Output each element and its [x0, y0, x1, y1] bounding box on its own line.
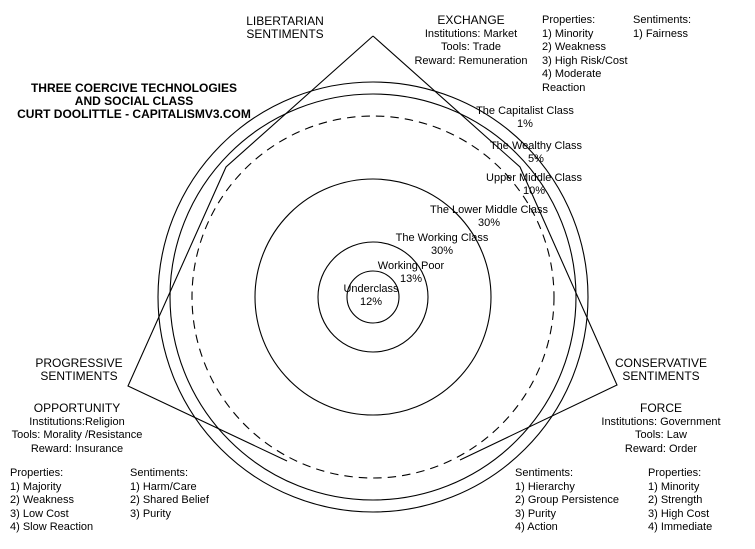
exchange-reward: Reward: Remuneration — [414, 54, 528, 67]
class-percent: 13% — [399, 273, 423, 285]
force-tools: Tools: Law — [635, 429, 687, 441]
list-item: 4) Action — [515, 521, 558, 533]
circle-upper-middle — [169, 93, 577, 501]
corner-progressive-line2: SENTIMENTS — [40, 369, 118, 383]
list-item: 1) Fairness — [633, 27, 689, 40]
force-institutions: Institutions: Government — [601, 415, 721, 428]
list-heading: Properties: — [542, 14, 596, 26]
opportunity-sentiments-list: Sentiments: 1) Harm/Care 2) Shared Belie… — [130, 467, 209, 521]
list-item: 1) Harm/Care — [130, 480, 197, 493]
technology-exchange: EXCHANGE Institutions: Market Tools: Tra… — [414, 13, 528, 68]
exchange-tools: Tools: Trade — [441, 41, 501, 53]
exchange-sentiments-list: Sentiments: 1) Fairness — [633, 14, 691, 41]
list-item: 2) Weakness — [542, 41, 606, 53]
list-item: 2) Weakness — [10, 494, 74, 506]
class-name: Upper Middle Class — [486, 172, 582, 184]
list-item: 4) Immediate — [648, 521, 713, 533]
class-label-working-poor: Working Poor 13% — [378, 260, 444, 286]
class-percent: 1% — [517, 118, 533, 130]
list-item: 3) High Cost — [648, 507, 710, 520]
list-item: 3) Purity — [130, 507, 171, 520]
title-line2: AND SOCIAL CLASS — [74, 94, 194, 108]
corner-conservative: CONSERVATIVE SENTIMENTS — [615, 357, 707, 383]
opportunity-institutions: Institutions:Religion — [29, 415, 125, 428]
class-label-lower-middle: The Lower Middle Class 30% — [430, 204, 548, 230]
page-title: THREE COERCIVE TECHNOLOGIES AND SOCIAL C… — [17, 82, 251, 121]
list-item: 4) Slow Reaction — [10, 521, 94, 533]
class-label-underclass: Underclass 12% — [343, 283, 398, 309]
list-item: 1) Majority — [10, 480, 62, 493]
class-percent: 12% — [359, 296, 383, 308]
list-heading: Properties: — [648, 467, 702, 479]
exchange-institutions: Institutions: Market — [424, 27, 518, 40]
triangle-right-side — [372, 35, 618, 461]
force-name: FORCE — [639, 401, 682, 415]
corner-progressive: PROGRESSIVE SENTIMENTS — [35, 357, 122, 383]
title-line3: CURT DOOLITTLE - CAPITALISMV3.COM — [17, 107, 251, 121]
class-name: Underclass — [343, 283, 399, 295]
exchange-properties-list: Properties: 1) Minority 2) Weakness 3) H… — [542, 14, 628, 95]
corner-conservative-line2: SENTIMENTS — [622, 369, 700, 383]
force-sentiments-list: Sentiments: 1) Hierarchy 2) Group Persis… — [515, 467, 619, 535]
list-heading: Properties: — [10, 467, 64, 479]
class-name: The Lower Middle Class — [430, 204, 548, 216]
force-reward: Reward: Order — [624, 442, 698, 455]
class-label-capitalist: The Capitalist Class 1% — [476, 105, 574, 131]
class-name: Working Poor — [377, 260, 445, 272]
force-properties-list: Properties: 1) Minority 2) Strength 3) H… — [648, 467, 712, 535]
opportunity-properties-list: Properties: 1) Majority 2) Weakness 3) L… — [10, 467, 93, 535]
list-item: 1) Minority — [542, 27, 594, 40]
circle-working-class — [254, 178, 492, 416]
list-item: Reaction — [542, 81, 586, 94]
exchange-name: EXCHANGE — [437, 13, 505, 27]
class-percent: 5% — [528, 153, 544, 165]
class-label-wealthy: The Wealthy Class 5% — [490, 140, 582, 166]
class-percent: 30% — [477, 217, 501, 229]
list-heading: Sentiments: — [130, 467, 189, 479]
list-item: 2) Group Persistence — [515, 494, 619, 506]
circle-outer-wealthy — [157, 81, 589, 513]
list-item: 1) Hierarchy — [515, 480, 575, 493]
corner-conservative-line1: CONSERVATIVE — [614, 356, 708, 370]
class-name: The Capitalist Class — [476, 105, 574, 117]
triangle-left-side — [127, 35, 374, 462]
circle-working-poor — [317, 241, 429, 353]
list-item: 3) High Risk/Cost — [542, 54, 628, 67]
list-item: 3) Low Cost — [10, 507, 69, 520]
class-label-upper-middle: Upper Middle Class 10% — [486, 172, 582, 198]
circle-lower-middle-dashed — [191, 115, 555, 479]
class-name: The Working Class — [395, 232, 489, 244]
circle-underclass — [346, 270, 400, 324]
title-line1: THREE COERCIVE TECHNOLOGIES — [30, 81, 238, 95]
class-percent: 30% — [430, 245, 454, 257]
opportunity-name: OPPORTUNITY — [33, 401, 121, 415]
list-item: 2) Shared Belief — [130, 494, 209, 506]
list-item: 3) Purity — [515, 507, 556, 520]
class-percent: 10% — [522, 185, 546, 197]
opportunity-reward: Reward: Insurance — [30, 442, 124, 455]
list-item: 4) Moderate — [542, 68, 602, 80]
class-label-working-class: The Working Class 30% — [396, 232, 489, 258]
list-heading: Sentiments: — [515, 467, 574, 479]
opportunity-tools: Tools: Morality /Resistance — [11, 429, 143, 441]
class-name: The Wealthy Class — [489, 140, 583, 152]
corner-libertarian-line1: LIBERTARIAN — [246, 14, 324, 28]
corner-libertarian-line2: SENTIMENTS — [246, 27, 324, 41]
list-item: 1) Minority — [648, 480, 700, 493]
list-item: 2) Strength — [648, 494, 703, 506]
corner-progressive-line1: PROGRESSIVE — [35, 356, 123, 370]
corner-libertarian: LIBERTARIAN SENTIMENTS — [246, 15, 324, 41]
technology-force: FORCE Institutions: Government Tools: La… — [601, 401, 721, 456]
list-heading: Sentiments: — [633, 14, 692, 26]
technology-opportunity: OPPORTUNITY Institutions:Religion Tools:… — [11, 401, 143, 456]
